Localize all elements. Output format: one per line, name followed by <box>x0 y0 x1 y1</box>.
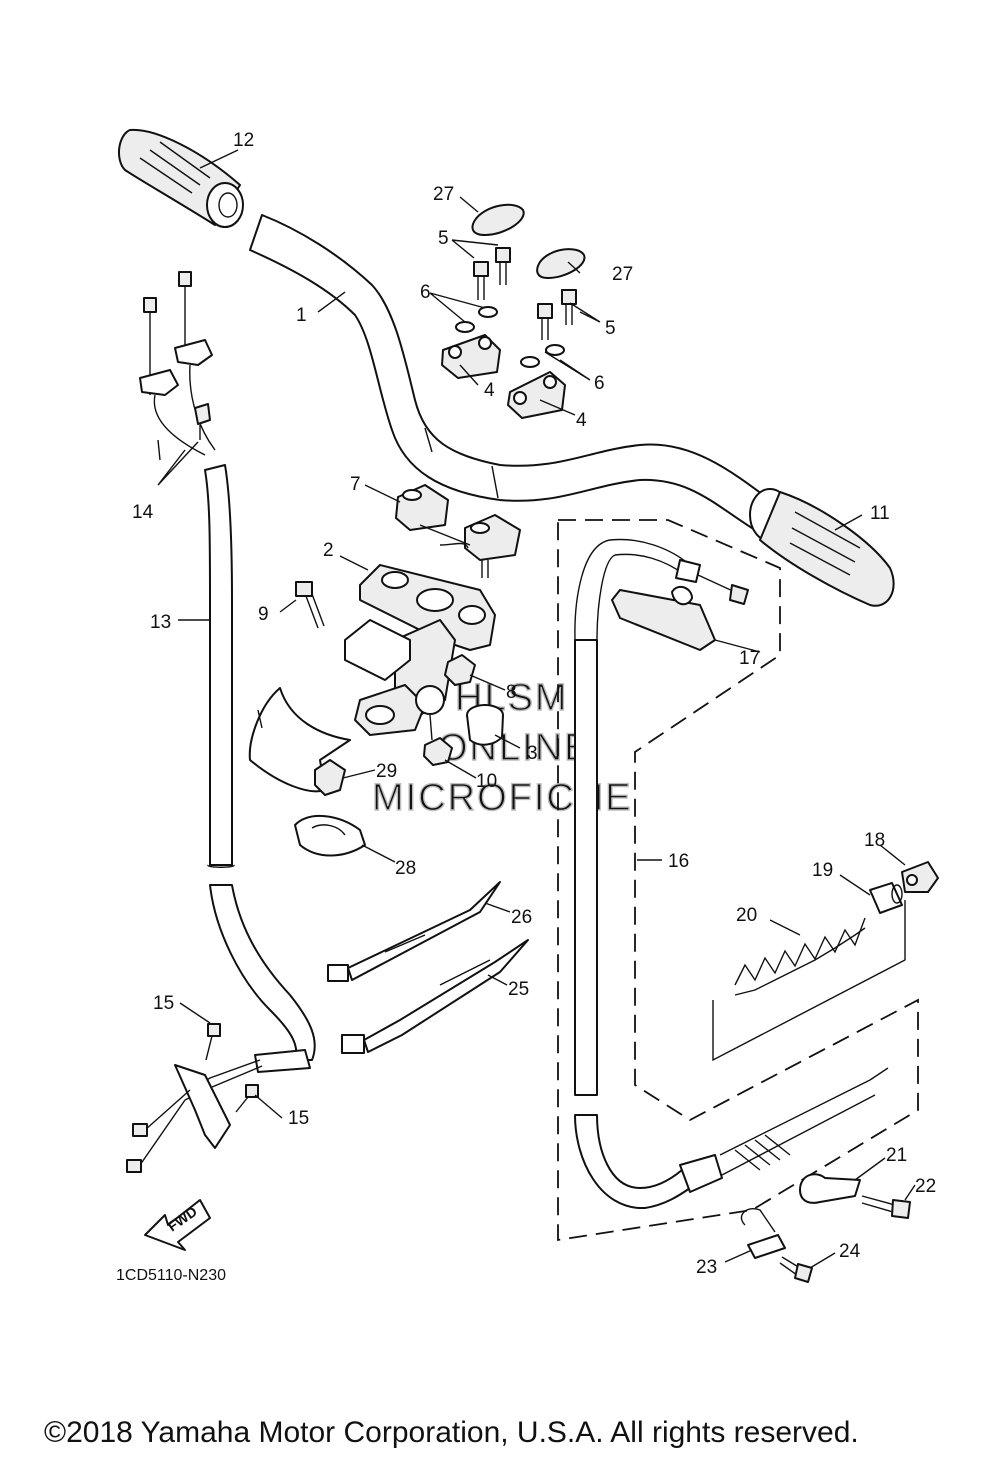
callout-16: 16 <box>668 851 689 872</box>
brake-cable <box>574 538 889 1210</box>
throttle-cable <box>126 271 316 1173</box>
callout-10: 10 <box>476 771 497 792</box>
callout-8: 8 <box>506 682 517 703</box>
callout-26: 26 <box>511 907 532 928</box>
handlebar-bracket <box>344 564 496 736</box>
callout-14: 14 <box>132 502 154 523</box>
callout-5-left: 5 <box>438 228 449 249</box>
callout-24: 24 <box>839 1241 861 1262</box>
callout-6-right: 6 <box>594 373 605 394</box>
callout-3: 3 <box>527 743 538 764</box>
callout-7: 7 <box>350 474 361 495</box>
part-code: 1CD5110-N230 <box>116 1267 226 1284</box>
callouts: 12 1 27 5 6 4 27 5 6 4 7 2 9 8 3 10 29 2… <box>132 130 936 1278</box>
callout-15-lower: 15 <box>288 1108 309 1129</box>
cable-tie-25 <box>341 939 529 1054</box>
callout-17: 17 <box>739 648 760 669</box>
leader-lines <box>157 149 916 1269</box>
copyright-notice: ©2018 Yamaha Motor Corporation, U.S.A. A… <box>44 1416 859 1449</box>
collar-bolt <box>415 685 453 766</box>
handlebar-clamp-left <box>441 334 501 379</box>
callout-20: 20 <box>736 905 757 926</box>
bracket-nut <box>444 654 476 686</box>
spring-bracket-box <box>712 900 906 1062</box>
callout-1: 1 <box>296 305 307 326</box>
washers-left <box>455 306 498 333</box>
brake-cable-assembly-outline <box>557 519 919 1242</box>
callout-4-left: 4 <box>484 380 495 401</box>
adjuster-18 <box>901 861 939 893</box>
clamp-21 <box>799 1173 861 1204</box>
callout-13: 13 <box>150 612 171 633</box>
brake-lever-switch <box>611 585 716 651</box>
spring-20 <box>734 917 866 996</box>
collar-19 <box>869 882 903 914</box>
bolt-24 <box>779 1256 813 1283</box>
clamp <box>466 704 504 746</box>
caps <box>471 203 586 279</box>
callout-22: 22 <box>915 1176 936 1197</box>
callout-21: 21 <box>886 1145 907 1166</box>
callout-12: 12 <box>233 130 254 151</box>
callout-2: 2 <box>323 540 334 561</box>
callout-9: 9 <box>258 604 269 625</box>
bolts-right <box>537 289 577 340</box>
callout-5-right: 5 <box>605 318 616 339</box>
callout-15-upper: 15 <box>153 993 174 1014</box>
callout-6-left: 6 <box>420 282 431 303</box>
watermark-line-2: ONLINE <box>438 727 591 769</box>
cover <box>248 687 351 796</box>
lower-holder <box>395 484 521 578</box>
callout-27-lower: 27 <box>612 264 633 285</box>
callout-29: 29 <box>376 761 397 782</box>
callout-27-upper: 27 <box>433 184 454 205</box>
callout-23: 23 <box>696 1257 717 1278</box>
bolts-left <box>473 247 511 300</box>
callout-28: 28 <box>395 858 416 879</box>
handlebar-clamp-right <box>507 371 566 419</box>
callout-4-right: 4 <box>576 410 587 431</box>
bolt-22 <box>861 1195 911 1219</box>
callout-18: 18 <box>864 830 885 851</box>
callout-19: 19 <box>812 860 833 881</box>
callout-11: 11 <box>870 503 890 524</box>
cable-holder <box>294 814 366 857</box>
left-grip <box>118 128 244 228</box>
washers-right <box>520 344 565 368</box>
bracket-bolt <box>295 581 325 629</box>
clip-23 <box>740 1208 786 1259</box>
right-grip <box>749 488 895 607</box>
callout-25: 25 <box>508 979 529 1000</box>
cable-tie-26 <box>327 881 501 982</box>
forward-arrow-icon: FWD <box>144 1199 211 1251</box>
